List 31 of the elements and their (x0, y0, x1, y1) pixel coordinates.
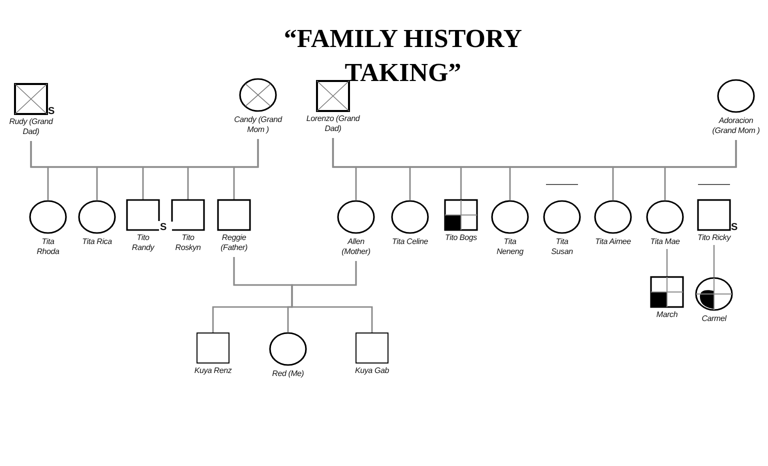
person-name: Adoracion (Grand Mom ) (711, 116, 761, 136)
person-name: Allen (Mother) (340, 237, 372, 257)
person-name: Rudy (Grand Dad) (8, 117, 54, 137)
status-mark: S (160, 223, 167, 233)
status-mark: S (731, 223, 738, 233)
person-name: Lorenzo (Grand Dad) (305, 114, 361, 134)
person-name: Tita Rhoda (36, 237, 60, 257)
person-name: Tito Bogs (445, 233, 477, 243)
person-name: Tita Celine (392, 237, 428, 247)
person-name: Tita Rica (82, 237, 112, 247)
pedigree-line (666, 249, 668, 277)
person-name: Reggie (Father) (220, 233, 248, 253)
pedigree-line (664, 140, 737, 200)
person-name: Tito Roskyn (174, 233, 202, 253)
person-name: Kuya Renz (194, 366, 232, 376)
person-name: Tita Aimee (595, 237, 631, 247)
pedigree-line (713, 245, 715, 277)
person-name: Tito Randy (130, 233, 156, 253)
pedigree-line (233, 139, 259, 200)
person-name: Red (Me) (272, 369, 304, 379)
status-mark: S (48, 107, 55, 117)
person-name: Tita Mae (650, 237, 680, 247)
person-name: Candy (Grand Mom ) (233, 115, 284, 135)
person-name: March (656, 310, 678, 320)
person-name: Tita Neneng (496, 237, 524, 257)
person-name: Tito Ricky (697, 233, 731, 243)
person-name: Kuya Gab (355, 366, 389, 376)
title: “FAMILY HISTORY TAKING” (282, 23, 524, 89)
person-name: Tita Susan (550, 237, 574, 257)
pedigree-line (291, 261, 373, 333)
person-name: Carmel (702, 314, 726, 324)
